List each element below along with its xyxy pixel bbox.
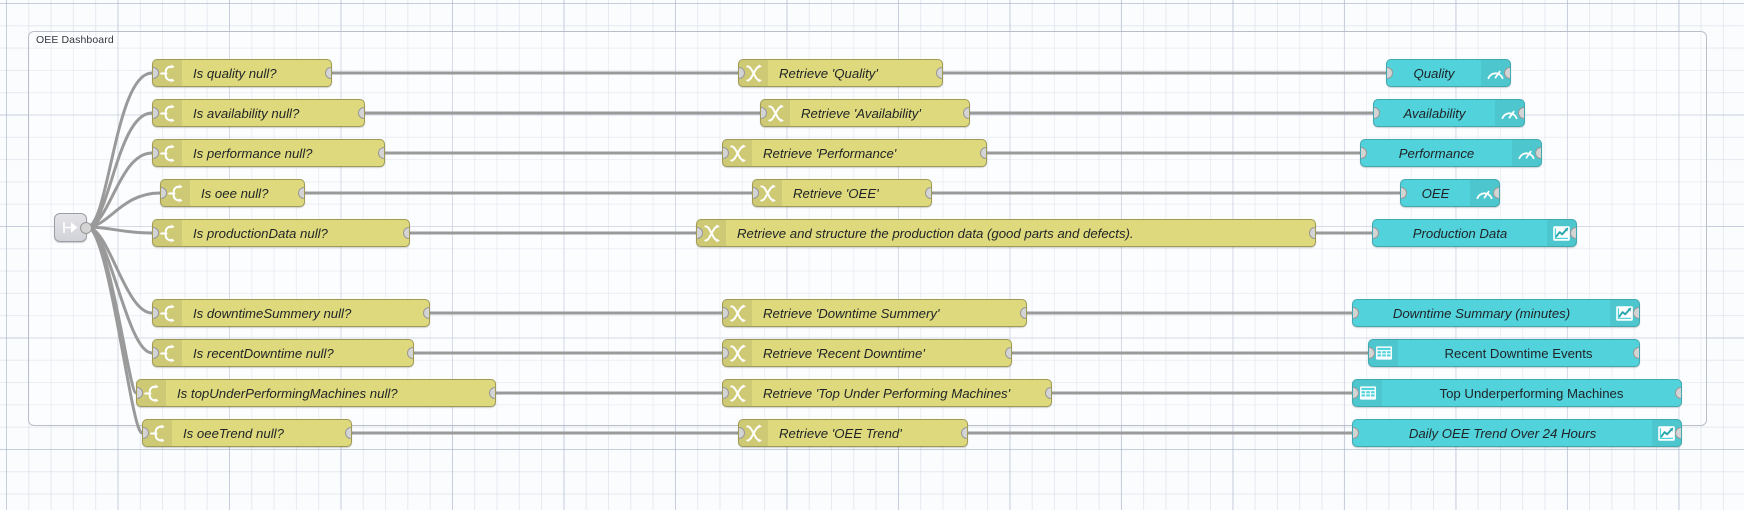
node-retrieve-production-data-output-port[interactable] — [1309, 227, 1315, 239]
node-condition-recent-downtime-output-port[interactable] — [407, 347, 413, 359]
node-condition-downtime-summary-label: Is downtimeSummery null? — [193, 305, 352, 321]
node-dashboard-production-data-label: Production Data — [1412, 225, 1508, 241]
node-condition-production-data-label: Is productionData null? — [193, 225, 328, 241]
node-dashboard-production-data[interactable]: Production Data — [1372, 219, 1577, 247]
node-condition-performance-output-port[interactable] — [378, 147, 384, 159]
node-dashboard-oee-output-port[interactable] — [1493, 187, 1499, 199]
node-retrieve-downtime-summary[interactable]: Retrieve 'Downtime Summery' — [722, 299, 1027, 327]
switch-icon — [153, 300, 182, 326]
node-retrieve-quality-label: Retrieve 'Quality' — [779, 65, 878, 81]
node-dashboard-performance-output-port[interactable] — [1535, 147, 1541, 159]
node-condition-recent-downtime-label: Is recentDowntime null? — [193, 345, 334, 361]
node-condition-production-data-output-port[interactable] — [403, 227, 409, 239]
node-retrieve-performance-output-port[interactable] — [980, 147, 986, 159]
node-dashboard-oee-label: OEE — [1421, 185, 1450, 201]
node-retrieve-recent-downtime-label: Retrieve 'Recent Downtime' — [763, 345, 925, 361]
node-condition-performance[interactable]: Is performance null? — [152, 139, 385, 167]
node-retrieve-oee[interactable]: Retrieve 'OEE' — [752, 179, 932, 207]
node-dashboard-oee-trend-output-port[interactable] — [1675, 427, 1681, 439]
node-condition-oee[interactable]: Is oee null? — [160, 179, 305, 207]
node-dashboard-top-underperforming-machines-output-port[interactable] — [1675, 387, 1681, 399]
node-dashboard-recent-downtime-label: Recent Downtime Events — [1444, 345, 1593, 361]
node-condition-oee-output-port[interactable] — [298, 187, 304, 199]
node-condition-production-data[interactable]: Is productionData null? — [152, 219, 410, 247]
table-icon — [1369, 340, 1398, 366]
node-retrieve-top-underperforming-machines[interactable]: Retrieve 'Top Under Performing Machines' — [722, 379, 1052, 407]
node-condition-oee-trend[interactable]: Is oeeTrend null? — [142, 419, 352, 447]
node-retrieve-top-underperforming-machines-output-port[interactable] — [1045, 387, 1051, 399]
node-retrieve-production-data-label: Retrieve and structure the production da… — [737, 225, 1134, 241]
node-condition-quality-label: Is quality null? — [193, 65, 277, 81]
node-retrieve-downtime-summary-label: Retrieve 'Downtime Summery' — [763, 305, 940, 321]
node-dashboard-downtime-summary-label: Downtime Summary (minutes) — [1392, 305, 1571, 321]
node-condition-downtime-summary-output-port[interactable] — [423, 307, 429, 319]
node-dashboard-recent-downtime-output-port[interactable] — [1633, 347, 1639, 359]
node-condition-quality-output-port[interactable] — [325, 67, 331, 79]
node-retrieve-quality-output-port[interactable] — [936, 67, 942, 79]
node-retrieve-oee-trend-label: Retrieve 'OEE Trend' — [779, 425, 902, 441]
node-condition-top-underperforming-machines[interactable]: Is topUnderPerformingMachines null? — [136, 379, 496, 407]
node-dashboard-oee-trend-label: Daily OEE Trend Over 24 Hours — [1408, 425, 1597, 441]
node-dashboard-production-data-output-port[interactable] — [1570, 227, 1576, 239]
node-dashboard-availability[interactable]: Availability — [1373, 99, 1525, 127]
node-condition-recent-downtime[interactable]: Is recentDowntime null? — [152, 339, 414, 367]
link-call-node[interactable] — [54, 213, 92, 242]
group-label: OEE Dashboard — [36, 34, 114, 46]
start-node-output-port[interactable] — [80, 221, 92, 234]
node-retrieve-oee-output-port[interactable] — [925, 187, 931, 199]
node-dashboard-top-underperforming-machines[interactable]: Top Underperforming Machines — [1352, 379, 1682, 407]
node-dashboard-top-underperforming-machines-label: Top Underperforming Machines — [1439, 385, 1624, 401]
node-dashboard-recent-downtime[interactable]: Recent Downtime Events — [1368, 339, 1640, 367]
node-retrieve-recent-downtime-output-port[interactable] — [1005, 347, 1011, 359]
node-dashboard-availability-label: Availability — [1403, 105, 1466, 121]
chart-icon — [1652, 420, 1681, 446]
node-dashboard-performance-label: Performance — [1398, 145, 1475, 161]
node-condition-quality[interactable]: Is quality null? — [152, 59, 332, 87]
node-dashboard-availability-output-port[interactable] — [1518, 107, 1524, 119]
gauge-icon — [1512, 140, 1541, 166]
node-retrieve-production-data[interactable]: Retrieve and structure the production da… — [696, 219, 1316, 247]
node-retrieve-quality[interactable]: Retrieve 'Quality' — [738, 59, 943, 87]
node-condition-availability-output-port[interactable] — [358, 107, 364, 119]
node-condition-availability[interactable]: Is availability null? — [152, 99, 365, 127]
node-retrieve-oee-label: Retrieve 'OEE' — [793, 185, 879, 201]
node-dashboard-oee-trend[interactable]: Daily OEE Trend Over 24 Hours — [1352, 419, 1682, 447]
node-retrieve-oee-trend[interactable]: Retrieve 'OEE Trend' — [738, 419, 968, 447]
node-retrieve-oee-trend-output-port[interactable] — [961, 427, 967, 439]
node-condition-performance-label: Is performance null? — [193, 145, 313, 161]
node-retrieve-performance-label: Retrieve 'Performance' — [763, 145, 897, 161]
node-retrieve-availability-output-port[interactable] — [963, 107, 969, 119]
node-condition-oee-trend-output-port[interactable] — [345, 427, 351, 439]
node-dashboard-quality[interactable]: Quality — [1386, 59, 1511, 87]
node-condition-oee-trend-label: Is oeeTrend null? — [183, 425, 284, 441]
node-dashboard-downtime-summary[interactable]: Downtime Summary (minutes) — [1352, 299, 1640, 327]
node-condition-oee-label: Is oee null? — [201, 185, 269, 201]
node-dashboard-oee[interactable]: OEE — [1400, 179, 1500, 207]
node-condition-top-underperforming-machines-output-port[interactable] — [489, 387, 495, 399]
node-retrieve-top-underperforming-machines-label: Retrieve 'Top Under Performing Machines' — [763, 385, 1011, 401]
link-call-icon — [61, 219, 80, 236]
node-retrieve-recent-downtime[interactable]: Retrieve 'Recent Downtime' — [722, 339, 1012, 367]
node-retrieve-availability[interactable]: Retrieve 'Availability' — [760, 99, 970, 127]
node-dashboard-performance[interactable]: Performance — [1360, 139, 1542, 167]
node-dashboard-downtime-summary-output-port[interactable] — [1633, 307, 1639, 319]
node-condition-availability-label: Is availability null? — [193, 105, 300, 121]
node-retrieve-downtime-summary-output-port[interactable] — [1020, 307, 1026, 319]
node-condition-top-underperforming-machines-label: Is topUnderPerformingMachines null? — [177, 385, 398, 401]
node-condition-downtime-summary[interactable]: Is downtimeSummery null? — [152, 299, 430, 327]
node-dashboard-quality-output-port[interactable] — [1504, 67, 1510, 79]
node-retrieve-availability-label: Retrieve 'Availability' — [801, 105, 921, 121]
node-dashboard-quality-label: Quality — [1413, 65, 1455, 81]
node-retrieve-performance[interactable]: Retrieve 'Performance' — [722, 139, 987, 167]
switch-icon — [153, 140, 182, 166]
